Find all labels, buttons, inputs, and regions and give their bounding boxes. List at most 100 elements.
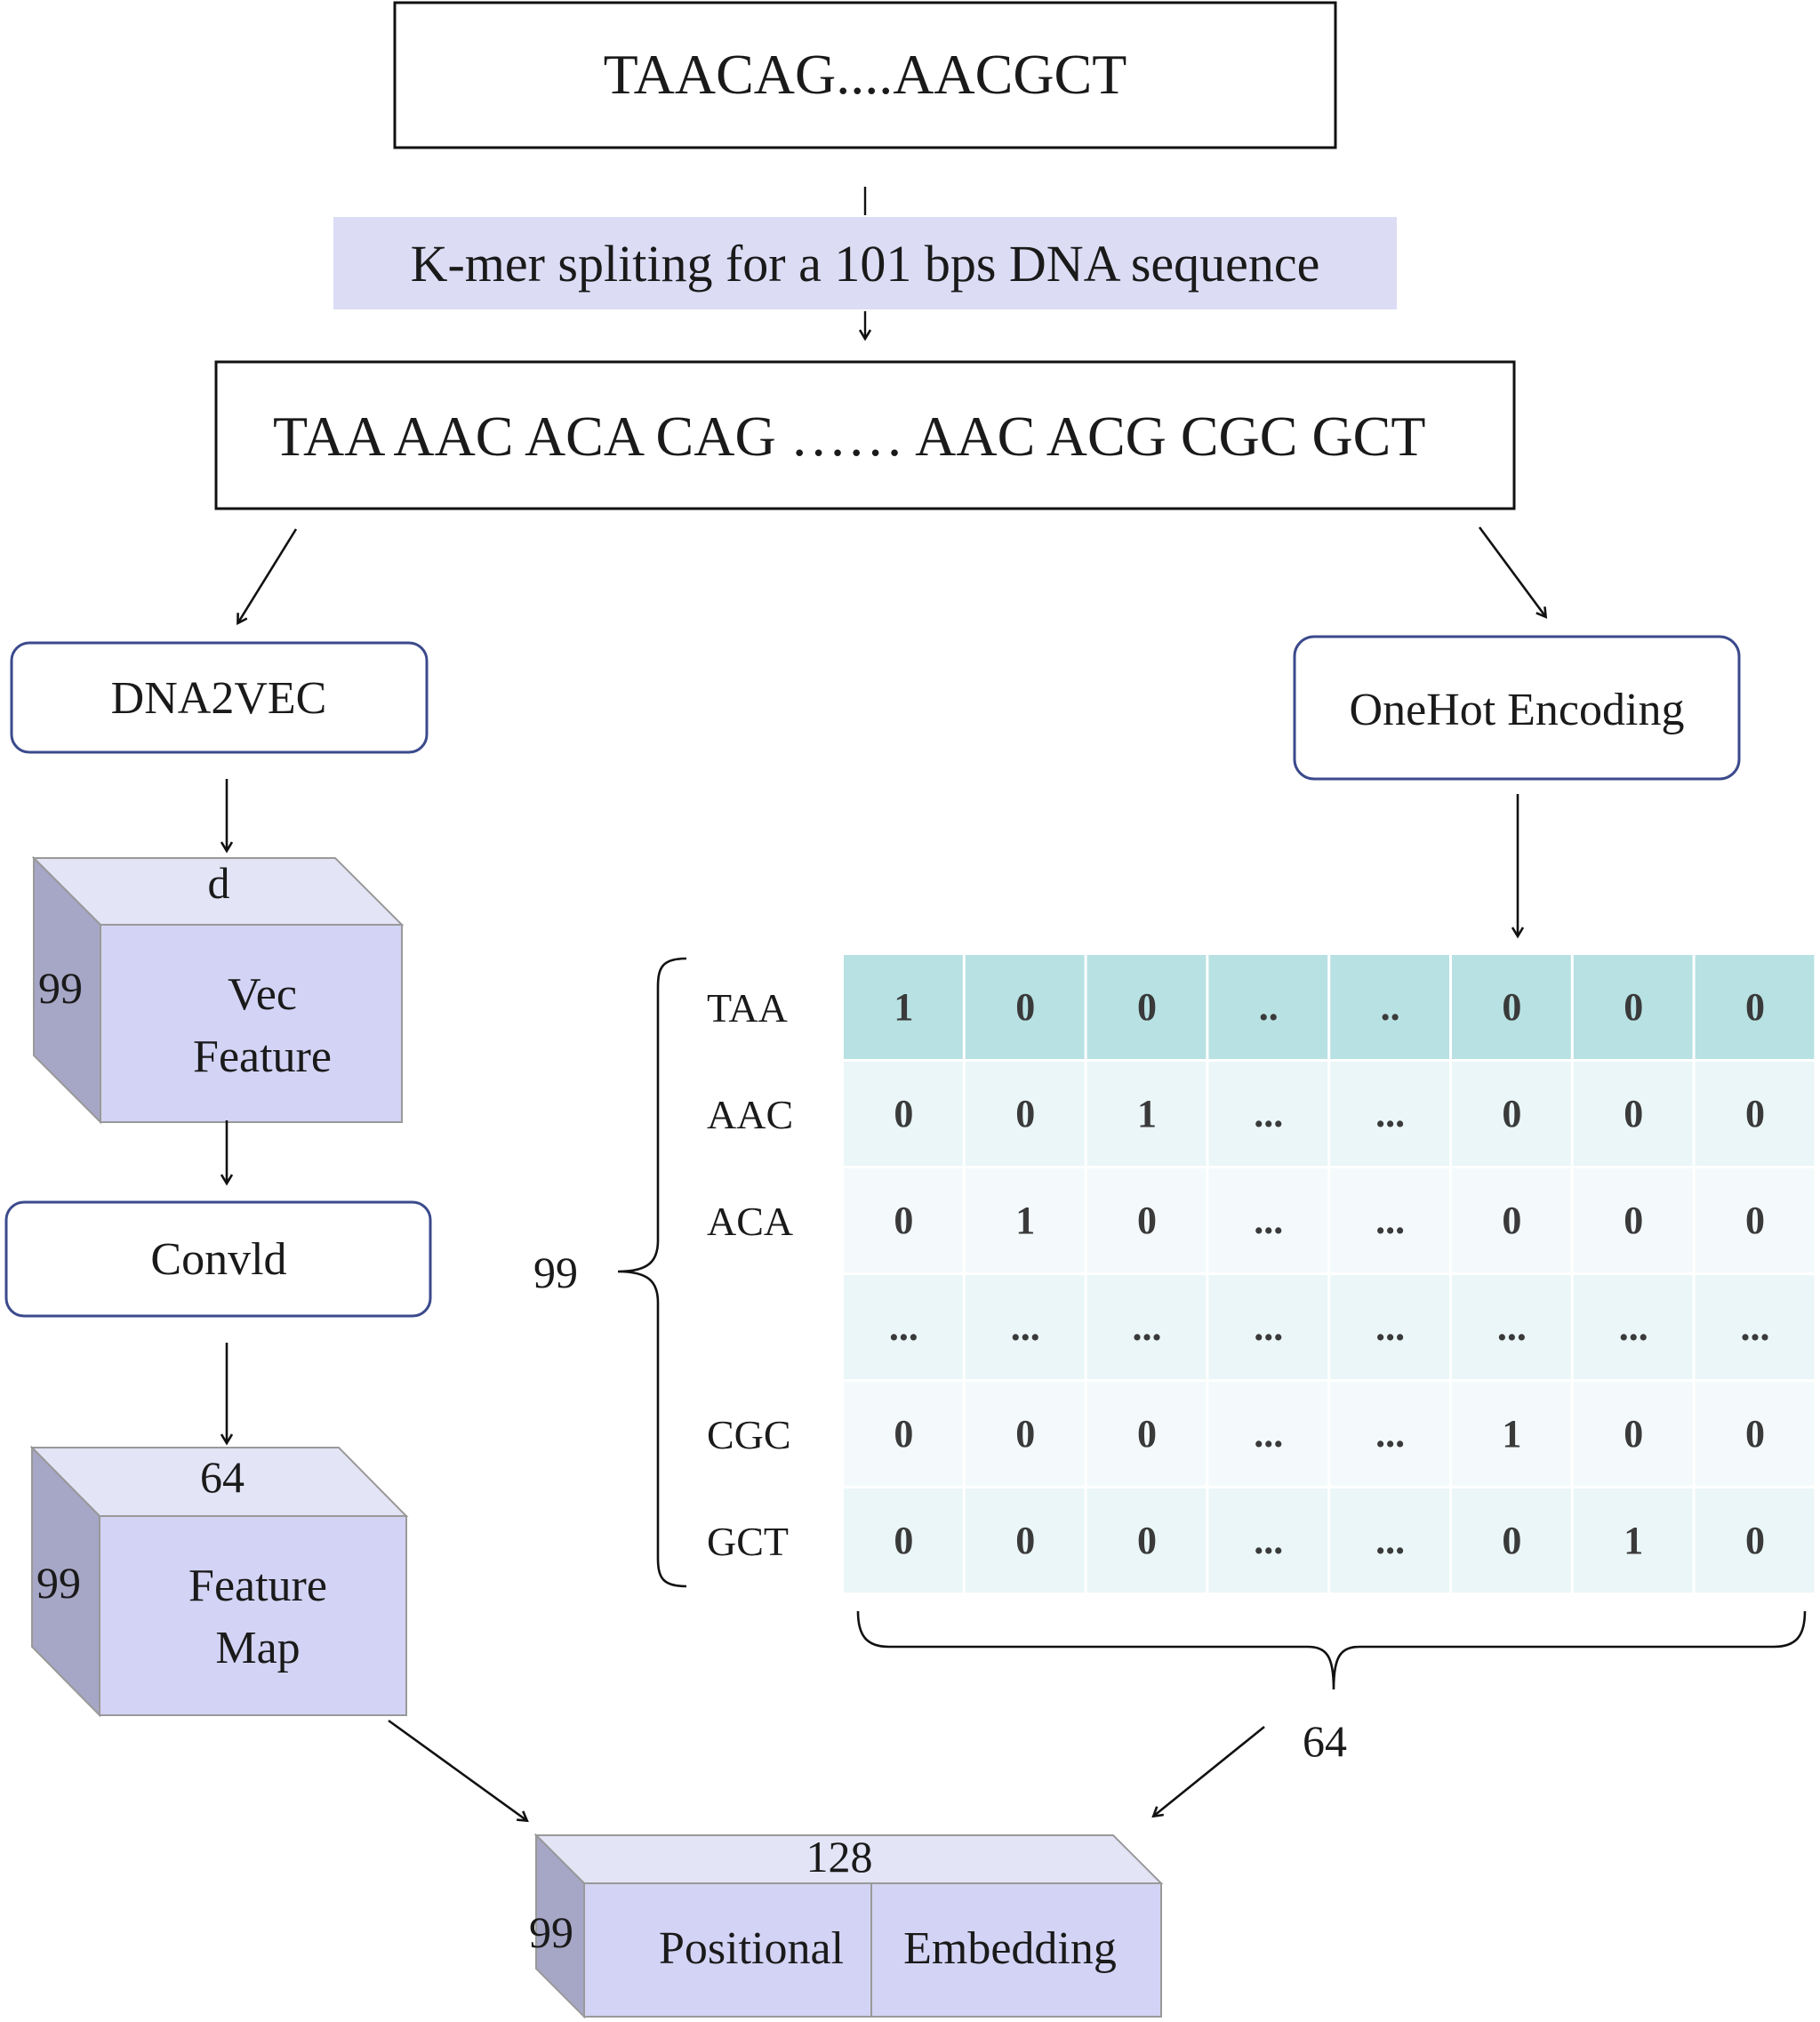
matrix-cell: ... bbox=[1254, 1092, 1283, 1135]
matrix-cell-bg bbox=[1452, 1062, 1571, 1166]
matrix-cell-bg bbox=[1695, 1168, 1815, 1272]
matrix-cell: 0 bbox=[1015, 985, 1035, 1029]
matrix-cell-bg bbox=[1452, 1382, 1571, 1486]
dna2vec-box bbox=[10, 641, 429, 754]
matrix-cell: 0 bbox=[1624, 985, 1643, 1029]
output-positional-label: Positional bbox=[659, 1923, 844, 1974]
arrow-matrix-to-output bbox=[1154, 1725, 1265, 1816]
matrix-cell-bg bbox=[844, 1382, 963, 1486]
matrix-cell-bg bbox=[1330, 1382, 1449, 1486]
matrix-cell-bg bbox=[1573, 1382, 1693, 1486]
kmer-step-highlight bbox=[333, 217, 1397, 309]
matrix-cell-bg bbox=[1086, 955, 1207, 1059]
matrix-cell-bg bbox=[1452, 1275, 1571, 1379]
matrix-cell: 0 bbox=[1137, 1199, 1157, 1242]
vec-cube-line1: Vec bbox=[228, 969, 297, 1020]
matrix-cell: 0 bbox=[1624, 1092, 1643, 1135]
feature-cube-line2: Map bbox=[215, 1623, 300, 1673]
matrix-cell-bg bbox=[1452, 1168, 1571, 1272]
matrix-cell: 1 bbox=[894, 985, 913, 1029]
matrix-cell-bg bbox=[1695, 1382, 1815, 1486]
matrix-cell: 0 bbox=[894, 1519, 913, 1562]
vec-cube-front bbox=[100, 924, 403, 1123]
matrix-cell: .. bbox=[1259, 985, 1279, 1029]
onehot-box bbox=[1293, 635, 1741, 781]
kmer-step-label: K-mer spliting for a 101 bps DNA sequenc… bbox=[411, 235, 1320, 293]
matrix-cell: 0 bbox=[1745, 1092, 1765, 1135]
matrix-cell: 0 bbox=[1745, 1199, 1765, 1242]
matrix-cell-bg bbox=[1330, 1168, 1449, 1272]
matrix-row-label: CGC bbox=[707, 1412, 791, 1457]
dna2vec-label: DNA2VEC bbox=[111, 673, 327, 724]
matrix-cell-bg bbox=[1695, 955, 1815, 1059]
matrix-cell-bg bbox=[1330, 1488, 1449, 1593]
rows-brace bbox=[617, 957, 687, 1588]
matrix-cell: ... bbox=[1254, 1199, 1283, 1242]
matrix-cell: 1 bbox=[1015, 1199, 1035, 1242]
matrix-cell: 1 bbox=[1137, 1092, 1157, 1135]
matrix-cell-bg bbox=[1086, 1062, 1207, 1166]
matrix-cell: 0 bbox=[1502, 1199, 1521, 1242]
kmer-text: TAA AAC ACA CAG …… AAC ACG CGC GCT bbox=[273, 405, 1425, 468]
matrix-cell-bg bbox=[1695, 1275, 1815, 1379]
matrix-cell: 0 bbox=[1502, 1519, 1521, 1562]
output-cube-front-left bbox=[583, 1882, 872, 2018]
onehot-label: OneHot Encoding bbox=[1350, 685, 1685, 735]
matrix-cell-bg bbox=[1695, 1062, 1815, 1166]
matrix-cell-bg bbox=[965, 1382, 1085, 1486]
output-cube-top-label: 128 bbox=[806, 1832, 873, 1882]
matrix-cell: 1 bbox=[1624, 1519, 1643, 1562]
matrix-cell: ... bbox=[1375, 1519, 1405, 1562]
matrix-cell: ... bbox=[1741, 1305, 1770, 1349]
matrix-cell-bg bbox=[1086, 1382, 1207, 1486]
cols-brace bbox=[856, 1610, 1807, 1690]
matrix-cell: 0 bbox=[1015, 1092, 1035, 1135]
matrix-cell-bg bbox=[1452, 1488, 1571, 1593]
matrix-cell: 0 bbox=[1502, 1092, 1521, 1135]
vec-cube-top-label: d bbox=[208, 858, 230, 908]
matrix-cell-bg bbox=[965, 1062, 1085, 1166]
feature-cube-side-label: 99 bbox=[36, 1558, 81, 1608]
matrix-cell: 0 bbox=[1745, 985, 1765, 1029]
matrix-cell-bg bbox=[1330, 1062, 1449, 1166]
input-sequence-text: TAACAG....AACGCT bbox=[604, 43, 1127, 106]
vec-cube-side-label: 99 bbox=[38, 963, 83, 1013]
matrix-cell: 0 bbox=[1015, 1412, 1035, 1456]
matrix-cell: ... bbox=[1497, 1305, 1527, 1349]
matrix-cell: ... bbox=[1375, 1412, 1405, 1456]
matrix-cell-bg bbox=[1208, 1382, 1328, 1486]
matrix-cell-bg bbox=[1330, 1275, 1449, 1379]
matrix-cell-bg bbox=[1086, 1488, 1207, 1593]
matrix-cell: 0 bbox=[1015, 1519, 1035, 1562]
matrix-cell-bg bbox=[965, 1275, 1085, 1379]
matrix-cell: ... bbox=[1619, 1305, 1648, 1349]
matrix-cell-bg bbox=[1086, 1168, 1207, 1272]
cols-count-label: 64 bbox=[1303, 1716, 1347, 1766]
output-cube: 128 99 Positional Embedding bbox=[529, 1832, 1164, 2019]
matrix-cell: 0 bbox=[1745, 1519, 1765, 1562]
matrix-cell: 0 bbox=[1137, 1412, 1157, 1456]
matrix-cell: 1 bbox=[1502, 1412, 1521, 1456]
matrix-cell-bg bbox=[965, 1168, 1085, 1272]
matrix-cell: ... bbox=[1375, 1305, 1405, 1349]
matrix-cell-bg bbox=[1208, 1168, 1328, 1272]
matrix-cell-bg bbox=[844, 1168, 963, 1272]
matrix-cell: 0 bbox=[1745, 1412, 1765, 1456]
matrix-cell-bg bbox=[965, 955, 1085, 1059]
output-cube-side-label: 99 bbox=[529, 1907, 573, 1957]
rows-count-label: 99 bbox=[533, 1248, 578, 1297]
matrix-cell: 0 bbox=[1624, 1412, 1643, 1456]
matrix-cell: ... bbox=[1254, 1519, 1283, 1562]
matrix-cell: ... bbox=[889, 1305, 918, 1349]
matrix-cell: 0 bbox=[894, 1092, 913, 1135]
matrix-cell-bg bbox=[1573, 955, 1693, 1059]
matrix-row-label: ACA bbox=[707, 1199, 793, 1244]
conv-label: Convld bbox=[150, 1234, 286, 1285]
conv-box bbox=[4, 1200, 432, 1318]
matrix-cell-bg bbox=[844, 1062, 963, 1166]
matrix-row-label: TAA bbox=[707, 985, 788, 1031]
matrix-cell-bg bbox=[1573, 1488, 1693, 1593]
